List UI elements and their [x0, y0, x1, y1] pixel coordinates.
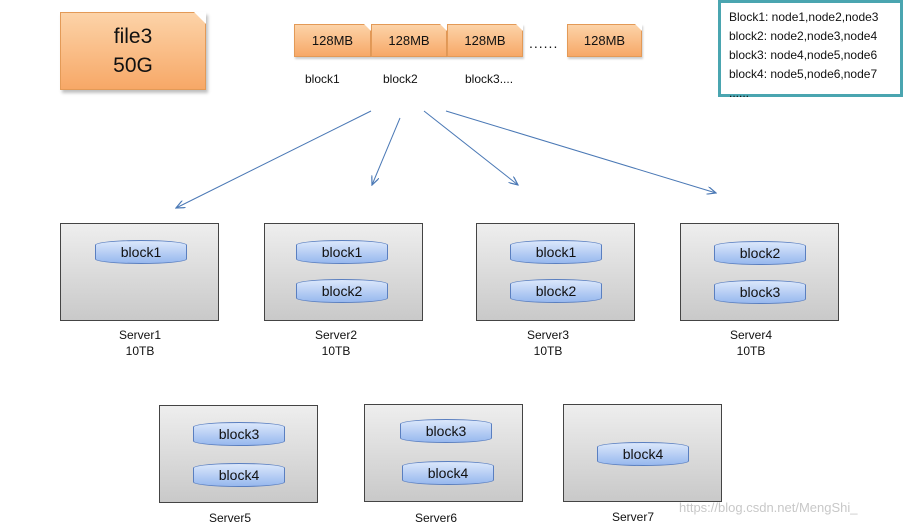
disk-block: block4 [402, 461, 494, 485]
chunk-label-1: block1 [305, 72, 340, 86]
disk-block: block4 [597, 442, 689, 466]
chunk-size-label: 128MB [583, 33, 626, 48]
file-box: file3 50G [60, 12, 206, 90]
disk-block: block1 [95, 240, 187, 264]
disk-label: block1 [321, 244, 363, 260]
file-fold-corner [194, 12, 206, 24]
server-6: block3 block4 [364, 404, 523, 502]
chunk-label-2: block2 [383, 72, 418, 86]
disk-block: block1 [510, 240, 602, 264]
chunk-fold-corner [516, 24, 523, 31]
disk-block: block3 [714, 280, 806, 304]
chunk-fold-corner [440, 24, 447, 31]
disk-label: block1 [120, 244, 162, 260]
server-name: Server1 [118, 328, 162, 342]
server-1: block1 [60, 223, 219, 321]
server-3-label: Server3 10TB [488, 327, 608, 359]
file-size: 50G [113, 54, 153, 77]
mapping-line: block3: node4,node5,node6 [729, 48, 878, 62]
chunk-1: 128MB [294, 24, 371, 57]
server-6-label: Server6 [376, 510, 496, 526]
chunk-ellipsis: ...... [529, 35, 559, 51]
server-2-label: Server2 10TB [276, 327, 396, 359]
disk-block: block2 [510, 279, 602, 303]
chunk-size-label: 128MB [388, 33, 430, 48]
arrow-to-server4 [445, 110, 716, 193]
disk-label: block4 [218, 467, 260, 483]
mapping-line: block2: node2,node3,node4 [729, 29, 878, 43]
disk-label: block2 [535, 283, 577, 299]
disk-label: block1 [535, 244, 577, 260]
chunk-size-label: 128MB [311, 33, 354, 48]
disk-block: block1 [296, 240, 388, 264]
mapping-line: block4: node5,node6,node7 [729, 67, 878, 81]
server-5: block3 block4 [159, 405, 318, 503]
server-7: block4 [563, 404, 722, 502]
disk-label: block3 [425, 423, 467, 439]
arrow-to-server2 [372, 117, 401, 185]
disk-label: block3 [739, 284, 781, 300]
chunk-2: 128MB [371, 24, 447, 57]
chunk-fold-corner [364, 24, 371, 31]
watermark: https://blog.csdn.net/MengShi_ [679, 500, 858, 515]
disk-label: block2 [739, 245, 781, 261]
server-capacity: 10TB [125, 344, 155, 358]
disk-block: block2 [296, 279, 388, 303]
server-1-label: Server1 10TB [80, 327, 200, 359]
disk-block: block2 [714, 241, 806, 265]
server-name: Server7 [611, 510, 655, 524]
mapping-line: Block1: node1,node2,node3 [729, 10, 879, 24]
chunk-3: 128MB [447, 24, 523, 57]
file-name: file3 [113, 25, 153, 48]
disk-label: block4 [427, 465, 469, 481]
server-name: Server2 [314, 328, 358, 342]
mapping-line: ...... [729, 86, 750, 100]
disk-label: block2 [321, 283, 363, 299]
disk-block: block3 [400, 419, 492, 443]
chunk-size-label: 128MB [464, 33, 506, 48]
server-3: block1 block2 [476, 223, 635, 321]
server-name: Server4 [729, 328, 773, 342]
server-name: Server3 [526, 328, 570, 342]
arrow-to-server3 [423, 110, 518, 185]
chunk-fold-corner [635, 24, 642, 31]
server-4: block2 block3 [680, 223, 839, 321]
disk-block: block3 [193, 422, 285, 446]
server-5-label: Server5 [170, 510, 290, 526]
server-name: Server5 [208, 511, 252, 525]
server-capacity: 10TB [533, 344, 563, 358]
server-7-label: Server7 [573, 509, 693, 525]
chunk-4: 128MB [567, 24, 642, 57]
disk-label: block3 [218, 426, 260, 442]
arrow-to-server1 [176, 110, 372, 208]
disk-block: block4 [193, 463, 285, 487]
server-name: Server6 [414, 511, 458, 525]
server-capacity: 10TB [321, 344, 351, 358]
disk-label: block4 [622, 446, 664, 462]
server-2: block1 block2 [264, 223, 423, 321]
server-4-label: Server4 10TB [691, 327, 811, 359]
block-mapping-box: Block1: node1,node2,node3 block2: node2,… [718, 0, 903, 100]
server-capacity: 10TB [736, 344, 766, 358]
chunk-label-3: block3.... [465, 72, 514, 86]
